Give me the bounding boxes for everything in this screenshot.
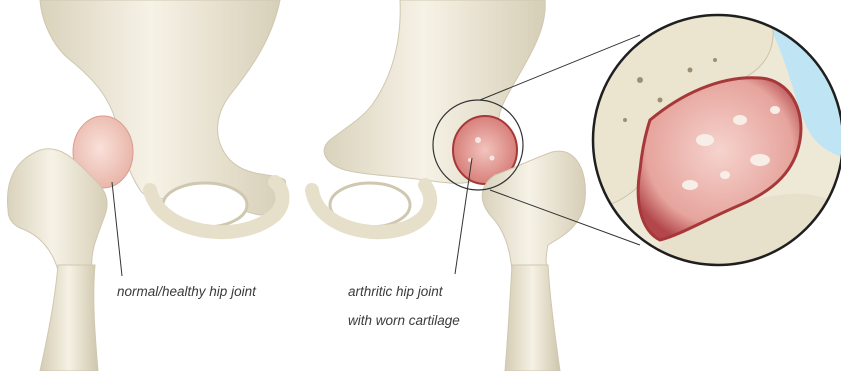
healthy-hip-group [7,0,286,371]
bone-pore [658,98,663,103]
bone-pore [688,68,693,73]
arthritic-hip-label: arthritic hip joint [348,284,443,300]
erosion-pit [682,180,698,190]
healthy-leader-line [112,182,122,276]
arthritic-femur-shaft [505,265,560,371]
erosion-pit [733,115,747,125]
healthy-femur-shaft [40,265,98,371]
worn-cartilage-label: with worn cartilage [348,313,460,329]
erosion-pit [720,171,730,179]
erosion-pit [696,134,714,146]
erosion-pit [750,154,770,166]
erosion-pit [770,106,780,114]
bone-pore [637,77,643,83]
zoom-detail-group [590,10,841,280]
bone-pit [490,156,495,161]
bone-pit [475,137,481,143]
bone-pore [623,118,627,122]
bone-pore [713,58,717,62]
healthy-hip-label: normal/healthy hip joint [117,284,256,300]
